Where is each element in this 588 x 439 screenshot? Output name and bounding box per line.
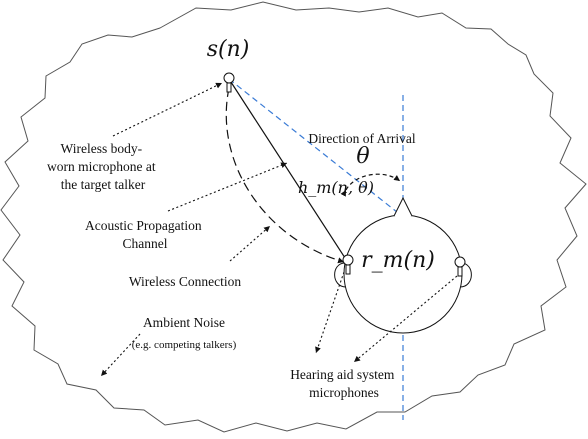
theta-symbol: θ <box>356 144 369 169</box>
wireless-connection-label: Wireless Connection <box>129 274 242 289</box>
ambient-noise-label: Ambient Noise <box>143 315 225 330</box>
body-mic-label: Wireless body- worn microphone at the ta… <box>47 141 159 192</box>
theta-angle-arc <box>340 173 401 197</box>
source-symbol: s(n) <box>207 37 250 62</box>
hearing-aid-left-pointer <box>315 271 345 354</box>
wireless-connection-arc <box>225 87 345 264</box>
acoustic-channel-pointer <box>167 162 288 212</box>
left-ear <box>334 262 347 288</box>
listener-head <box>343 214 463 334</box>
transfer-function-symbol: h_m(n, θ) <box>298 178 374 197</box>
acoustic-channel-label: Acoustic Propagation Channel <box>85 218 205 251</box>
right-hearing-aid-mic-icon <box>454 256 466 277</box>
acoustic-path-line <box>228 78 348 262</box>
left-hearing-aid-mic-icon <box>342 254 354 275</box>
ambient-noise-note: (e.g. competing talkers) <box>132 339 237 351</box>
body-worn-microphone-icon <box>223 72 235 93</box>
listener-nose <box>393 196 413 217</box>
ambient-noise-pointer <box>100 333 141 377</box>
direction-of-arrival-label: Direction of Arrival <box>308 131 415 146</box>
hearing-aid-mics-label: Hearing aid system microphones <box>290 367 398 400</box>
received-signal-symbol: r_m(n) <box>361 248 435 273</box>
